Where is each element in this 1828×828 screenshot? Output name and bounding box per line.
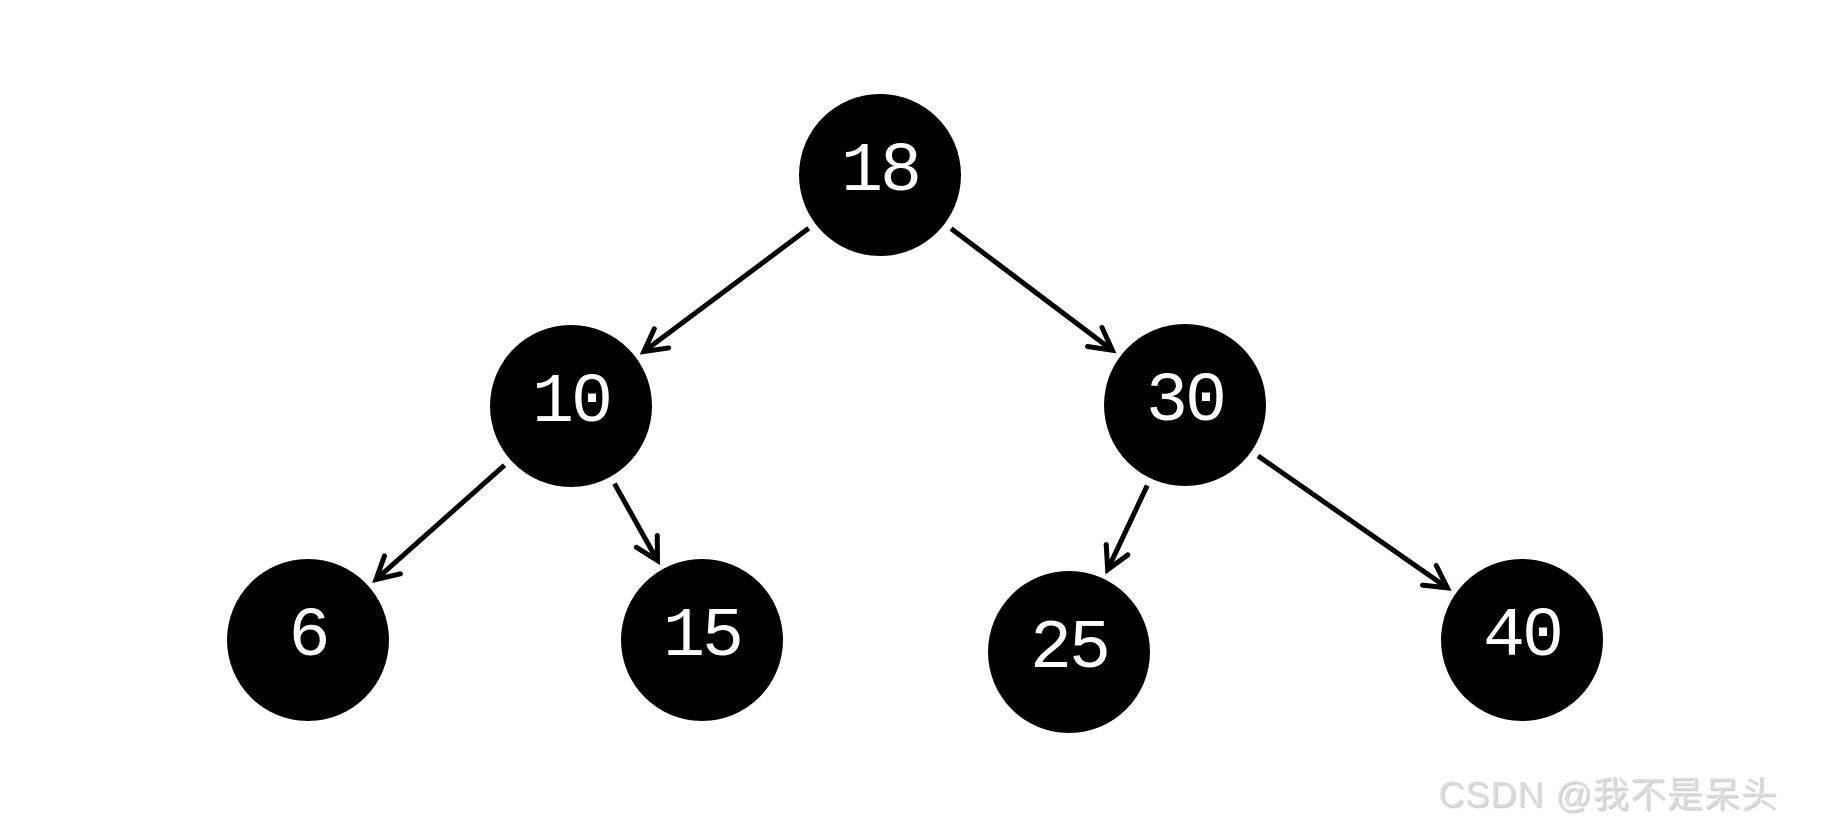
tree-node-40: 40 [1441,559,1603,721]
tree-node-18: 18 [799,94,961,256]
tree-edge-18-30 [949,226,1117,354]
node-label: 15 [662,598,744,677]
node-label: 30 [1145,363,1227,442]
edge-lines [372,226,1452,591]
tree-node-30: 30 [1104,324,1266,486]
tree-node-25: 25 [988,571,1150,733]
node-label: 6 [288,598,330,677]
node-label: 40 [1482,598,1564,677]
tree-node-10: 10 [490,325,652,487]
node-label: 25 [1029,610,1111,689]
node-label: 10 [531,364,613,443]
tree-edge-18-10 [639,226,811,355]
tree-node-6: 6 [227,559,389,721]
tree-edge-10-15 [612,482,661,566]
tree-edge-30-25 [1103,484,1150,575]
watermark: CSDN @我不是呆头 [1438,774,1778,815]
tree-edge-10-6 [372,463,507,583]
tree-node-15: 15 [621,559,783,721]
node-label: 18 [840,133,922,212]
tree-edge-30-40 [1256,453,1452,591]
